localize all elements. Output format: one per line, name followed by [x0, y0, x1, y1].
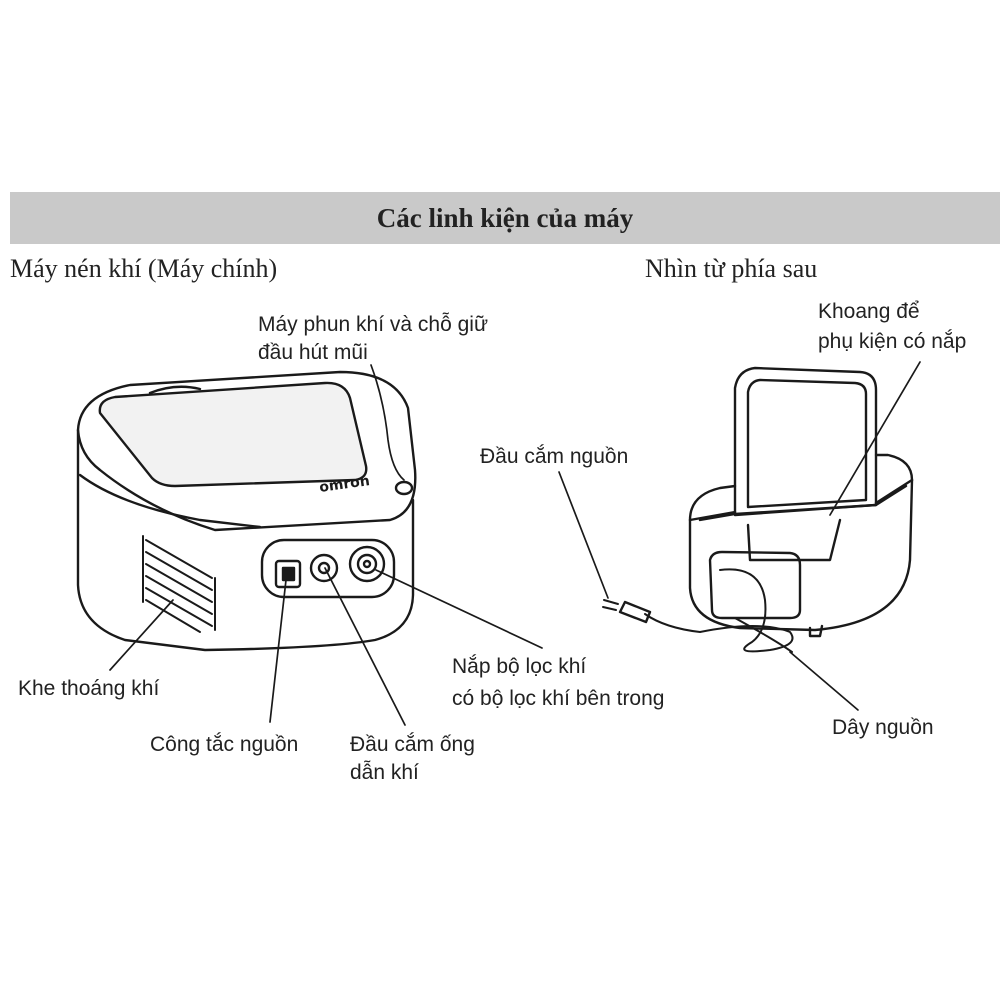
label-power-switch: Công tắc nguồn	[150, 733, 299, 756]
section-title: Các linh kiện của máy	[376, 202, 634, 233]
label-air-tube-2: dẫn khí	[350, 761, 419, 784]
label-nebulizer-holder-2: đầu hút mũi	[258, 341, 368, 364]
compressor-heading: Máy nén khí (Máy chính)	[10, 254, 278, 283]
brand-logo: omron	[318, 473, 370, 496]
section-banner: Các linh kiện của máy	[10, 192, 1000, 244]
rear-view-unit	[602, 366, 914, 653]
air-tube-connector	[309, 553, 339, 583]
label-plug: Đầu cắm nguồn	[480, 445, 629, 468]
air-vent-slots	[142, 535, 216, 633]
label-compartment-1: Khoang để	[818, 300, 920, 323]
power-switch	[274, 559, 302, 589]
label-cord: Dây nguồn	[832, 716, 934, 739]
label-air-tube-1: Đầu cắm ống	[350, 733, 475, 756]
label-filter-1: Nắp bộ lọc khí	[452, 655, 587, 678]
label-compartment-2: phụ kiện có nắp	[818, 330, 967, 353]
rear-view-heading: Nhìn từ phía sau	[645, 254, 818, 283]
label-air-vent: Khe thoáng khí	[18, 677, 160, 700]
compressor-unit	[76, 370, 417, 652]
leader-lines	[109, 361, 921, 726]
label-nebulizer-holder-1: Máy phun khí và chỗ giữ	[258, 313, 489, 336]
label-filter-2: có bộ lọc khí bên trong	[452, 687, 665, 710]
air-filter-cover	[348, 545, 386, 583]
